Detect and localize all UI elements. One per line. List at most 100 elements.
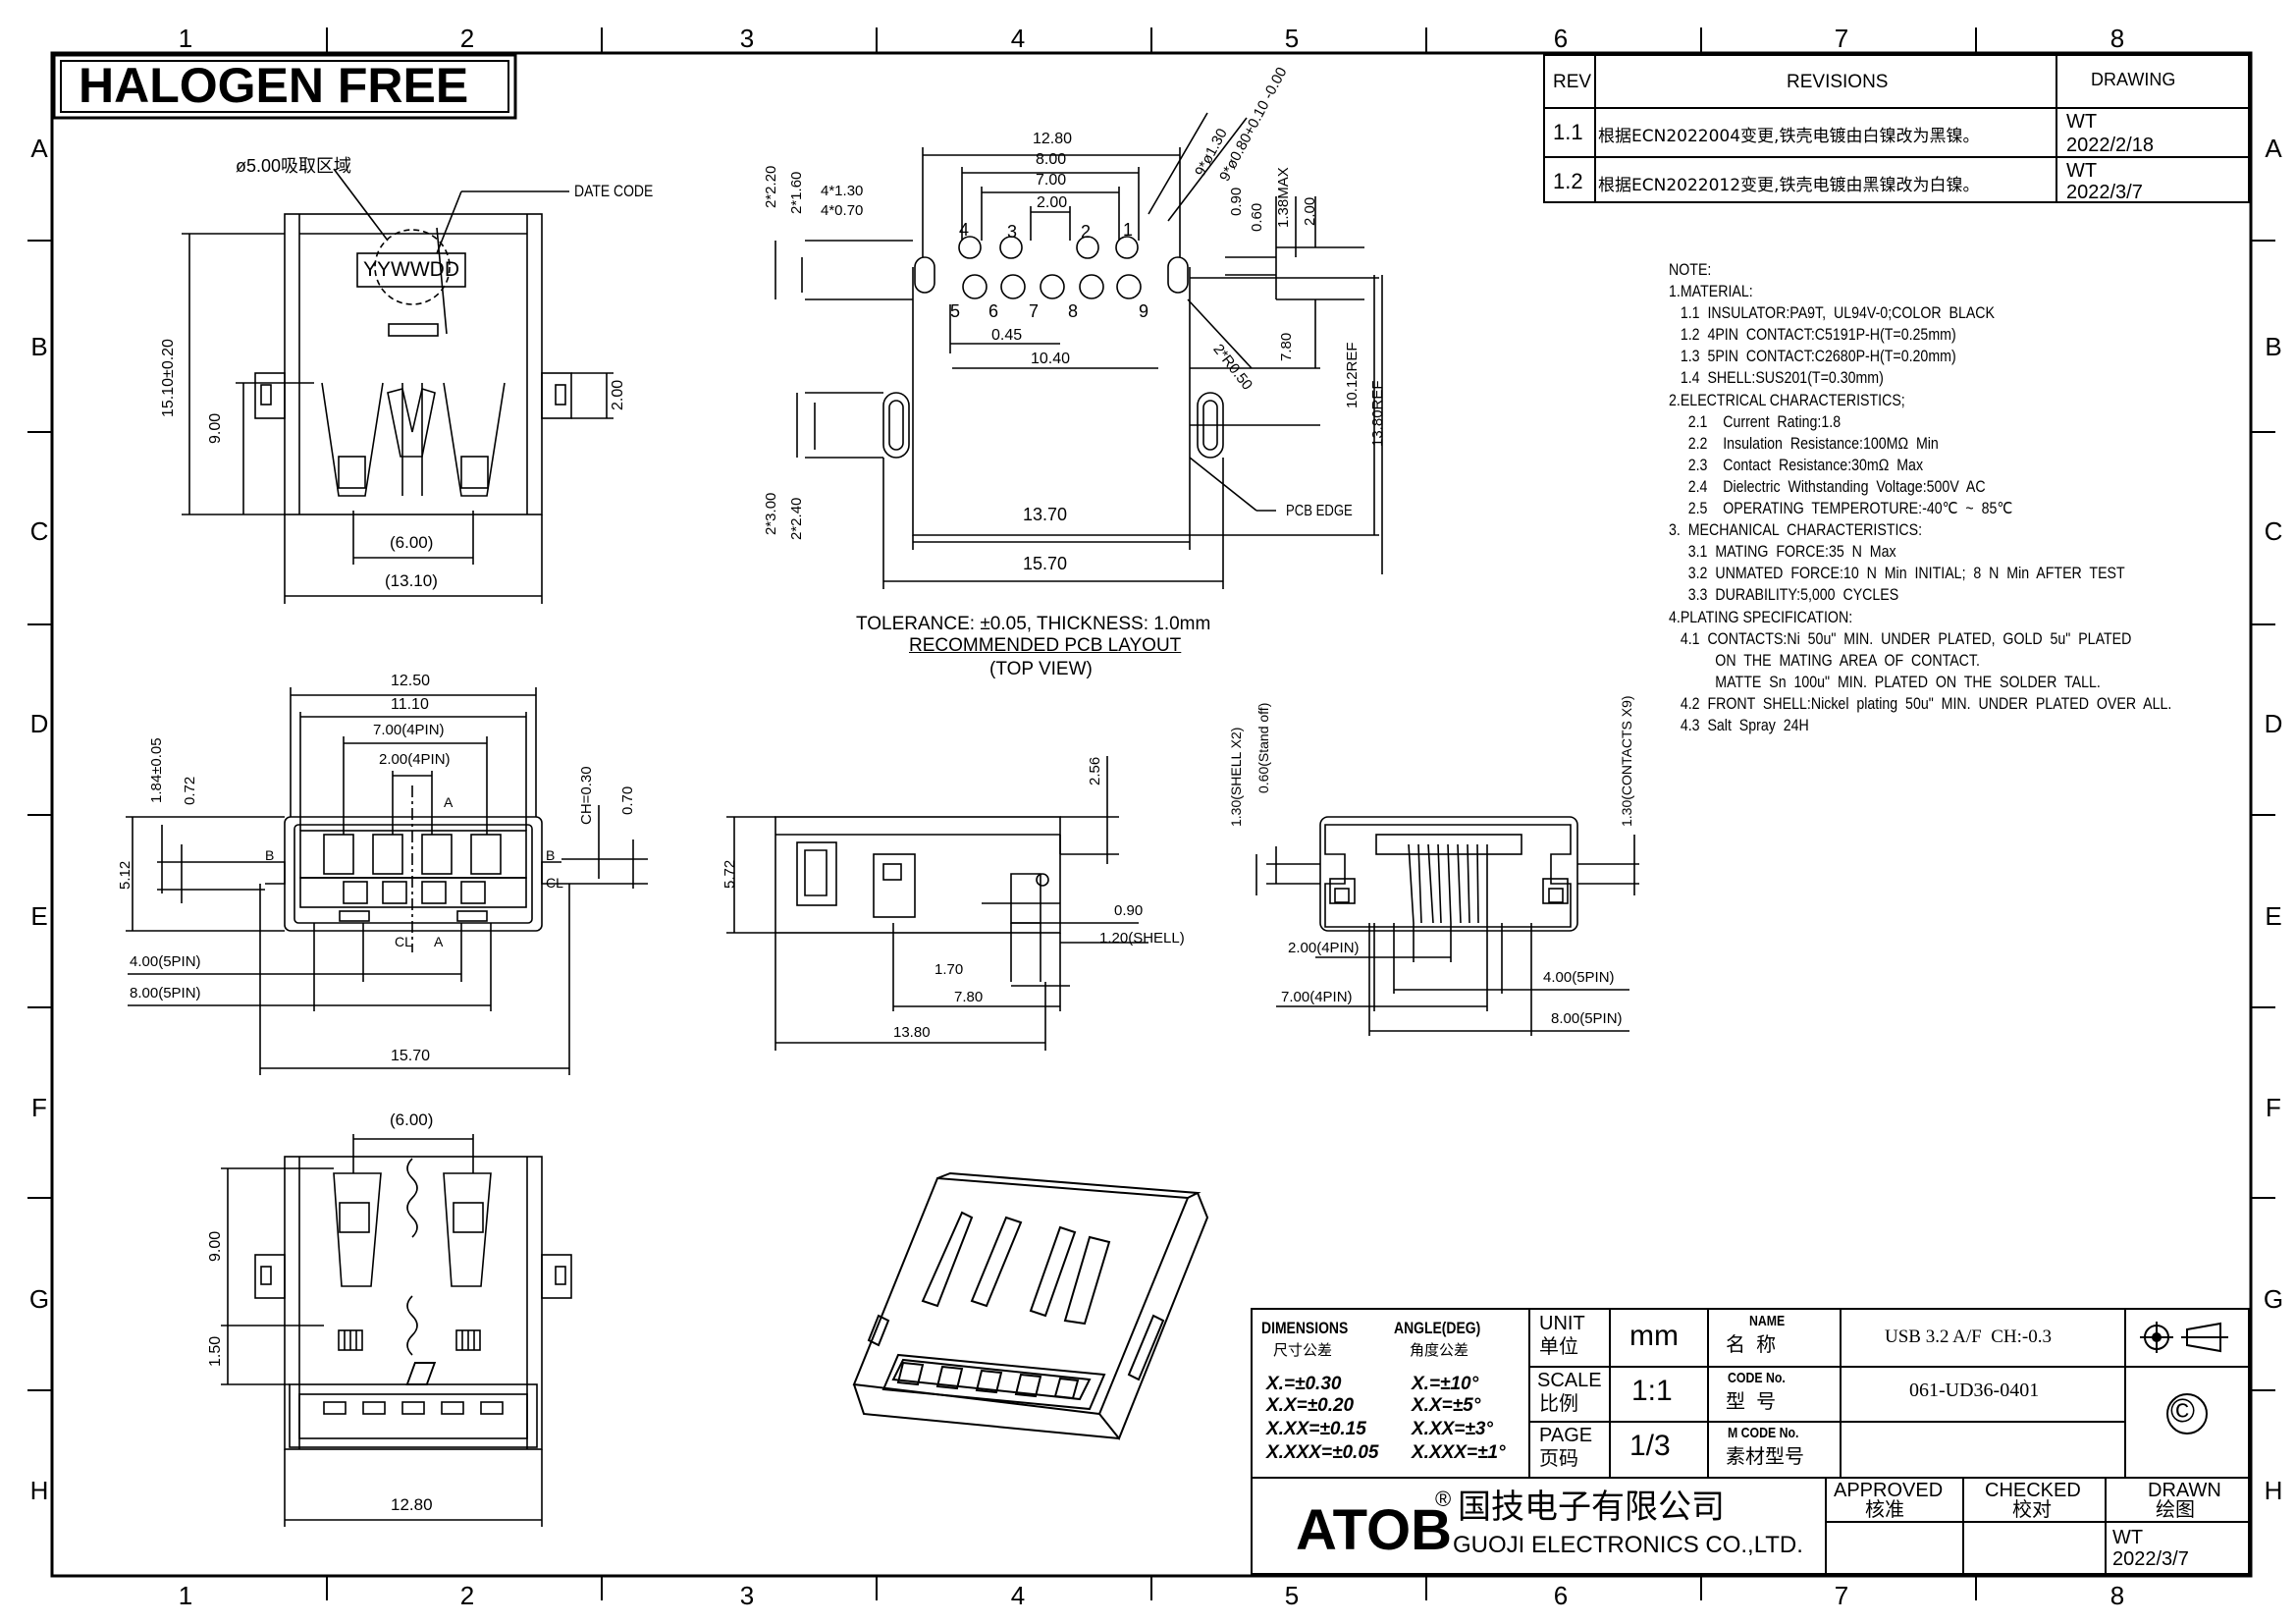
front-section-a-bottom: A (434, 934, 444, 949)
tb-drawn-cn: 绘图 (2156, 1499, 2195, 1521)
grid-col-8-bottom: 8 (2109, 1581, 2125, 1610)
date-code-box-text: YYWWDD (363, 258, 459, 281)
front-dim-0-72: 0.72 (182, 776, 198, 805)
tb-name: NAME (1749, 1313, 1786, 1329)
tb-ang-2: X.XX=±3° (1412, 1419, 1493, 1439)
bottom-view (221, 1134, 572, 1527)
tb-drawn-date: 2022/3/7 (2112, 1548, 2189, 1570)
front-dim-0-70: 0.70 (619, 785, 636, 815)
grid-ticks (27, 27, 2275, 1600)
front-dim-1-84: 1.84±0.05 (148, 737, 165, 803)
note-line: 4.3 Salt Spray 24H (1669, 716, 1809, 734)
tb-scale-value: 1:1 (1631, 1375, 1673, 1407)
company-logo: ATOB (1296, 1498, 1452, 1562)
tb-code-cn: 型 号 (1726, 1391, 1777, 1413)
grid-row-e: E (30, 901, 48, 931)
pcb-edge-label: PCB EDGE (1286, 503, 1353, 519)
dim-2-00-top: 2.00 (610, 379, 626, 410)
bottom-dim-12-80: 12.80 (391, 1495, 433, 1514)
tb-scale: SCALE (1537, 1370, 1602, 1391)
pcb-tolerance-caption: TOLERANCE: ±0.05, THICKNESS: 1.0mm (856, 614, 1211, 634)
note-line: ON THE MATING AREA OF CONTACT. (1669, 651, 1980, 670)
front-section-b-right: B (546, 847, 556, 863)
tb-dimensions: DIMENSIONS (1261, 1319, 1349, 1337)
front-dim-8-00-5pin: 8.00(5PIN) (130, 985, 201, 1001)
front-dim-5-12: 5.12 (117, 860, 133, 890)
grid-row-b: B (30, 332, 48, 361)
grid-row-b-right: B (2265, 332, 2282, 361)
pcb-dim-0-60: 0.60 (1249, 202, 1265, 232)
grid-col-1-bottom: 1 (178, 1581, 193, 1610)
pcb-dim-12-80: 12.80 (1033, 131, 1073, 147)
note-line: 1.3 5PIN CONTACT:C2680P-H(T=0.20mm) (1669, 348, 1956, 366)
dim-13-10: (13.10) (385, 571, 438, 590)
pin-number-9: 9 (1139, 301, 1149, 321)
pcb-dim-2x3-00: 2*3.00 (763, 492, 779, 535)
tb-unit-cn: 单位 (1539, 1336, 1578, 1358)
tb-drawn-by: WT (2112, 1527, 2144, 1548)
suction-area-label: ø5.00吸取区域 (236, 156, 352, 176)
side-dim-0-90: 0.90 (1114, 902, 1144, 919)
tb-tol-0: X.=±0.30 (1266, 1374, 1342, 1394)
grid-col-4-bottom: 4 (1010, 1581, 1026, 1610)
pin-number-2: 2 (1081, 222, 1092, 242)
note-line: 2.3 Contact Resistance:30mΩ Max (1669, 456, 1924, 474)
front-section-b-left: B (265, 847, 275, 863)
dim-6-00-top: (6.00) (390, 533, 434, 552)
rev-header-rev: REV (1553, 72, 1592, 92)
pin-number-4: 4 (959, 220, 970, 240)
bottom-dim-9-00: 9.00 (207, 1230, 224, 1262)
pcb-dim-4x0-70: 4*0.70 (821, 202, 864, 219)
grid-col-7: 7 (1834, 24, 1849, 53)
front-dim-7-00-4pin: 7.00(4PIN) (373, 722, 445, 738)
front-dim-ch-0-30: CH=0.30 (578, 766, 595, 825)
tb-mcode-cn: 素材型号 (1726, 1446, 1804, 1468)
grid-row-e-right: E (2265, 901, 2282, 931)
note-line: 2.2 Insulation Resistance:100MΩ Min (1669, 434, 1939, 453)
grid-row-f: F (31, 1093, 47, 1122)
grid-col-8: 8 (2109, 24, 2125, 53)
pcb-dim-13-80ref: 13.80REF (1369, 380, 1386, 447)
pin-number-3: 3 (1007, 222, 1018, 242)
notes-block: NOTE: 1.MATERIAL: 1.1 INSULATOR:PA9T, UL… (1669, 259, 2258, 736)
grid-row-f-right: F (2266, 1093, 2281, 1122)
pin-number-8: 8 (1068, 301, 1079, 321)
rev-row1-by: WT (2066, 111, 2098, 133)
pcb-dim-0-45: 0.45 (991, 327, 1023, 344)
pcb-dim-15-70: 15.70 (1023, 554, 1068, 573)
tb-angle-cn: 角度公差 (1410, 1342, 1469, 1359)
front-dim-2-00-4pin: 2.00(4PIN) (379, 751, 451, 768)
bottom-dim-6-00: (6.00) (390, 1110, 434, 1129)
rear-dim-1-30-contacts: 1.30(CONTACTS X9) (1619, 695, 1634, 827)
grid-row-c: C (29, 516, 49, 546)
halogen-free-banner: HALOGEN FREE (79, 58, 469, 113)
grid-row-g-right: G (2263, 1284, 2284, 1314)
note-line: 1.2 4PIN CONTACT:C5191P-H(T=0.25mm) (1669, 326, 1956, 345)
tb-unit-value: mm (1629, 1320, 1679, 1352)
note-line: 4.PLATING SPECIFICATION: (1669, 608, 1853, 626)
pcb-dim-8-00: 8.00 (1036, 151, 1067, 168)
front-dim-12-50: 12.50 (391, 673, 431, 689)
tb-copyright: © (2170, 1392, 2196, 1430)
pcb-layout-view (774, 112, 1383, 589)
note-line: 1.4 SHELL:SUS201(T=0.30mm) (1669, 369, 1884, 388)
side-view (726, 756, 1148, 1051)
rev-header-drawing: DRAWING (2091, 70, 2176, 89)
rev-row1-desc: 根据ECN2022004变更,铁壳电镀由白镍改为黑镍。 (1598, 127, 1980, 146)
pin-number-7: 7 (1029, 301, 1040, 321)
tb-checked-cn: 校对 (2012, 1499, 2052, 1521)
tb-mcode: M CODE No. (1728, 1425, 1799, 1441)
tb-checked: CHECKED (1985, 1480, 2081, 1501)
pcb-dim-2x2-20: 2*2.20 (763, 165, 779, 208)
grid-col-6: 6 (1553, 24, 1569, 53)
pcb-layout-caption: RECOMMENDED PCB LAYOUT (909, 635, 1182, 656)
grid-col-7-bottom: 7 (1834, 1581, 1849, 1610)
rev-row1-rev: 1.1 (1553, 120, 1583, 144)
grid-col-2-bottom: 2 (459, 1581, 475, 1610)
pcb-top-view-caption: (TOP VIEW) (989, 659, 1093, 679)
dim-15-10: 15.10±0.20 (160, 339, 177, 417)
side-dim-1-20-shell: 1.20(SHELL) (1099, 930, 1185, 947)
grid-col-4: 4 (1010, 24, 1026, 53)
grid-col-5-bottom: 5 (1284, 1581, 1300, 1610)
rear-dim-4-00-5pin: 4.00(5PIN) (1543, 969, 1615, 986)
